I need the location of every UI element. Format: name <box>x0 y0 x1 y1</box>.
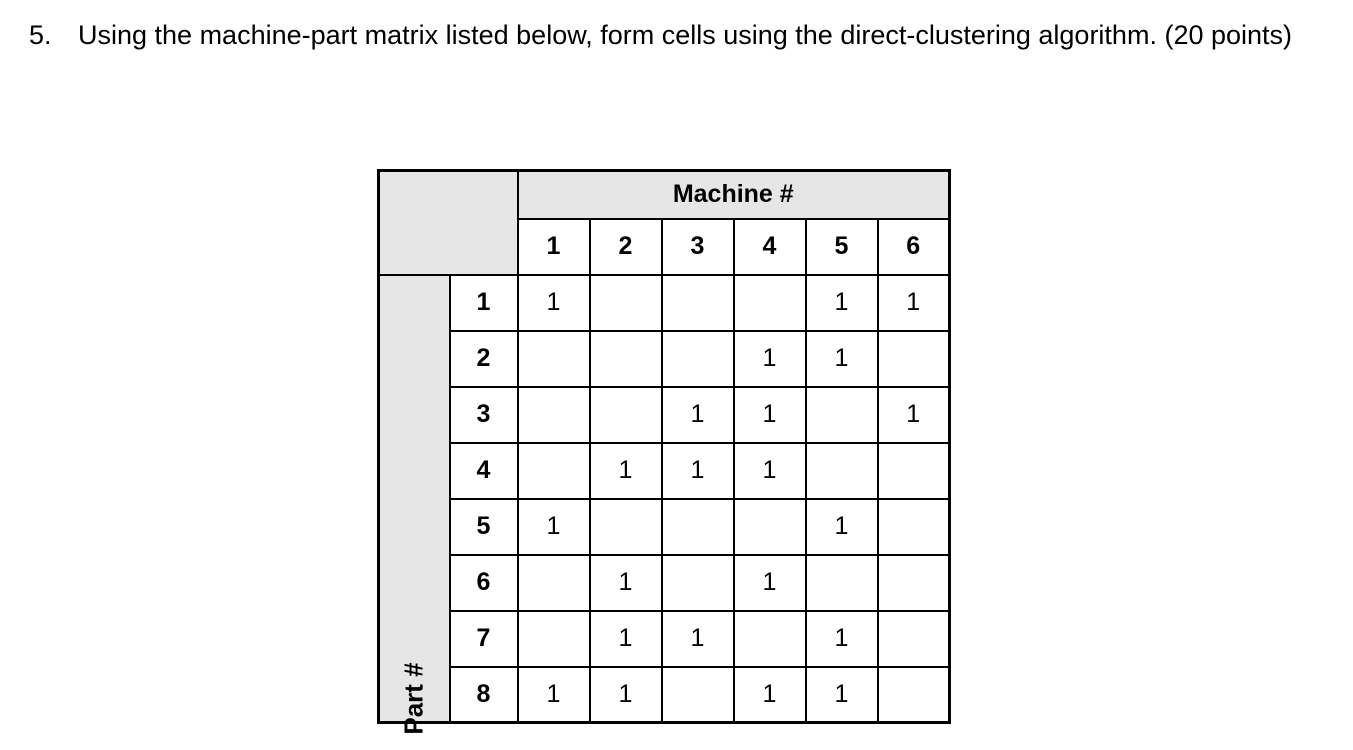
matrix-cell: 1 <box>804 497 879 556</box>
machine-number: 3 <box>660 217 735 276</box>
matrix-cell: 1 <box>516 497 591 556</box>
question-number: 5. <box>29 20 52 50</box>
part-number: 8 <box>448 665 519 724</box>
matrix-cell <box>876 553 951 612</box>
part-header-cell: Part # <box>377 273 451 735</box>
machine-number: 1 <box>516 217 591 276</box>
matrix-cell <box>516 553 591 612</box>
machine-part-matrix: Machine # 1 2 3 4 5 6 Part # 1 1 1 1 2 1… <box>377 169 951 735</box>
part-number: 4 <box>448 441 519 500</box>
table-row: 5 1 1 <box>379 497 951 556</box>
matrix-cell: 1 <box>876 273 951 332</box>
matrix-cell <box>732 497 807 556</box>
matrix-cell <box>516 329 591 388</box>
matrix-cell <box>660 553 735 612</box>
machine-number: 5 <box>804 217 879 276</box>
matrix-cell <box>660 329 735 388</box>
machine-number: 4 <box>732 217 807 276</box>
matrix-cell <box>660 665 735 724</box>
matrix-cell: 1 <box>732 665 807 724</box>
matrix-cell: 1 <box>732 441 807 500</box>
table-row: Part # 1 1 1 1 <box>377 273 951 735</box>
matrix-cell <box>516 609 591 668</box>
matrix-cell: 1 <box>516 273 591 332</box>
matrix-cell: 1 <box>660 385 735 444</box>
matrix-cell <box>732 609 807 668</box>
matrix-cell: 1 <box>732 553 807 612</box>
matrix-cell <box>516 441 591 500</box>
matrix-cell: 1 <box>660 441 735 500</box>
table-row: 4 1 1 1 <box>379 441 951 500</box>
part-number: 1 <box>448 273 519 332</box>
machine-title-row: Machine # <box>377 169 951 276</box>
matrix-cell <box>876 441 951 500</box>
matrix-cell: 1 <box>588 609 663 668</box>
matrix-cell <box>876 609 951 668</box>
matrix-cell <box>732 273 807 332</box>
matrix-cell: 1 <box>804 609 879 668</box>
part-number: 7 <box>448 609 519 668</box>
question-text: Using the machine-part matrix listed bel… <box>78 20 1293 50</box>
matrix-cell <box>804 385 879 444</box>
corner-cell <box>377 169 519 276</box>
part-number: 3 <box>448 385 519 444</box>
matrix-cell: 1 <box>588 441 663 500</box>
matrix-cell: 1 <box>732 329 807 388</box>
part-number: 2 <box>448 329 519 388</box>
matrix-cell <box>804 441 879 500</box>
matrix-cell <box>516 385 591 444</box>
matrix-cell: 1 <box>876 385 951 444</box>
part-header: Part # <box>398 662 429 735</box>
matrix-cell: 1 <box>804 329 879 388</box>
part-number: 5 <box>448 497 519 556</box>
machine-header: Machine # <box>516 169 951 220</box>
matrix-cell <box>876 665 951 724</box>
matrix-cell <box>876 329 951 388</box>
table-row: 3 1 1 1 <box>379 385 951 444</box>
matrix-cell: 1 <box>588 553 663 612</box>
part-number: 6 <box>448 553 519 612</box>
matrix-cell: 1 <box>732 385 807 444</box>
matrix-cell: 1 <box>516 665 591 724</box>
matrix-cell <box>588 497 663 556</box>
matrix-cell <box>588 385 663 444</box>
matrix-cell <box>876 497 951 556</box>
machine-number: 6 <box>876 217 951 276</box>
matrix-cell: 1 <box>804 665 879 724</box>
matrix-cell <box>660 273 735 332</box>
matrix-cell: 1 <box>660 609 735 668</box>
matrix-cell <box>660 497 735 556</box>
table-row: 2 1 1 <box>379 329 951 388</box>
matrix-cell: 1 <box>804 273 879 332</box>
matrix-cell: 1 <box>588 665 663 724</box>
table-row: 8 1 1 1 1 <box>379 665 951 724</box>
matrix-cell <box>588 273 663 332</box>
table-row: 7 1 1 1 <box>379 609 951 668</box>
machine-number: 2 <box>588 217 663 276</box>
machine-number-row: 1 2 3 4 5 6 <box>379 217 951 276</box>
matrix-cell <box>588 329 663 388</box>
table-row: 6 1 1 <box>379 553 951 612</box>
matrix-cell <box>804 553 879 612</box>
